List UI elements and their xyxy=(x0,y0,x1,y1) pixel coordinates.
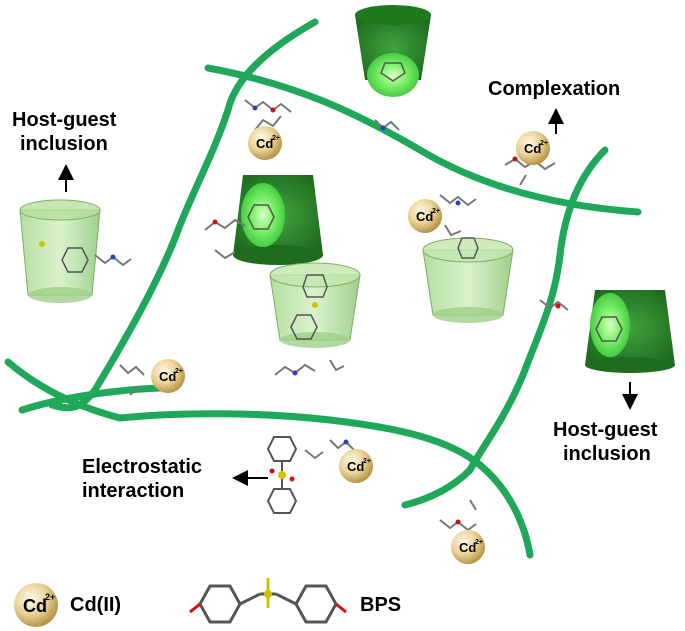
svg-text:2+: 2+ xyxy=(432,208,440,215)
polymer-chain-bottom-left xyxy=(18,384,164,414)
cyclodextrin-cone-top xyxy=(355,5,431,97)
cd-ion-3: Cd 2+ xyxy=(408,199,442,233)
svg-text:2+: 2+ xyxy=(475,539,483,546)
polymer-chains xyxy=(4,18,642,559)
polymer-chain-top-left xyxy=(48,18,319,412)
label-host-guest-right-line1: Host-guest xyxy=(553,419,658,441)
cyclodextrin-cone-right-translucent xyxy=(422,237,514,323)
label-electrostatic-line1: Electrostatic xyxy=(82,456,203,478)
cyclodextrin-cone-center xyxy=(233,175,323,265)
cd-ion-4: Cd 2+ xyxy=(151,359,185,393)
cd-ion-1: Cd 2+ xyxy=(248,126,282,160)
label-host-guest-left-line1: Host-guest xyxy=(12,109,117,131)
polymer-chain-right xyxy=(401,146,609,509)
svg-text:2+: 2+ xyxy=(272,135,280,142)
svg-text:Cd: Cd xyxy=(23,596,47,616)
svg-text:2+: 2+ xyxy=(175,368,183,375)
legend-cd-label: Cd(II) xyxy=(70,594,122,616)
label-electrostatic-line2: interaction xyxy=(82,480,185,502)
bps-electrostatic-molecule xyxy=(266,436,298,514)
svg-text:Cd: Cd xyxy=(459,540,476,555)
cyclodextrin-cone-right xyxy=(585,290,675,373)
legend-bps-label: BPS xyxy=(360,594,402,616)
label-host-guest-right-line2: inclusion xyxy=(563,443,651,465)
polymer-chain-top xyxy=(204,64,642,216)
label-host-guest-left-line2: inclusion xyxy=(20,133,108,155)
label-complexation: Complexation xyxy=(488,78,621,100)
cyclodextrin-cone-left-translucent xyxy=(19,199,101,303)
legend-cd-ion: Cd 2+ xyxy=(14,583,58,627)
svg-text:Cd: Cd xyxy=(256,136,273,151)
cd-ion-5: Cd 2+ xyxy=(339,449,373,483)
cd-ion-6: Cd 2+ xyxy=(451,530,485,564)
cd-ion-2: Cd 2+ xyxy=(516,131,550,165)
svg-text:Cd: Cd xyxy=(347,459,364,474)
molecular-atoms xyxy=(110,105,561,525)
svg-text:2+: 2+ xyxy=(540,140,548,147)
legend-bps-structure xyxy=(189,578,347,624)
svg-text:2+: 2+ xyxy=(363,458,371,465)
svg-text:2+: 2+ xyxy=(45,592,55,602)
svg-text:Cd: Cd xyxy=(524,141,541,156)
polymer-chain-left xyxy=(4,358,534,559)
cyclodextrin-cone-middle-translucent xyxy=(269,262,361,348)
svg-text:Cd: Cd xyxy=(416,209,433,224)
svg-text:Cd: Cd xyxy=(159,369,176,384)
